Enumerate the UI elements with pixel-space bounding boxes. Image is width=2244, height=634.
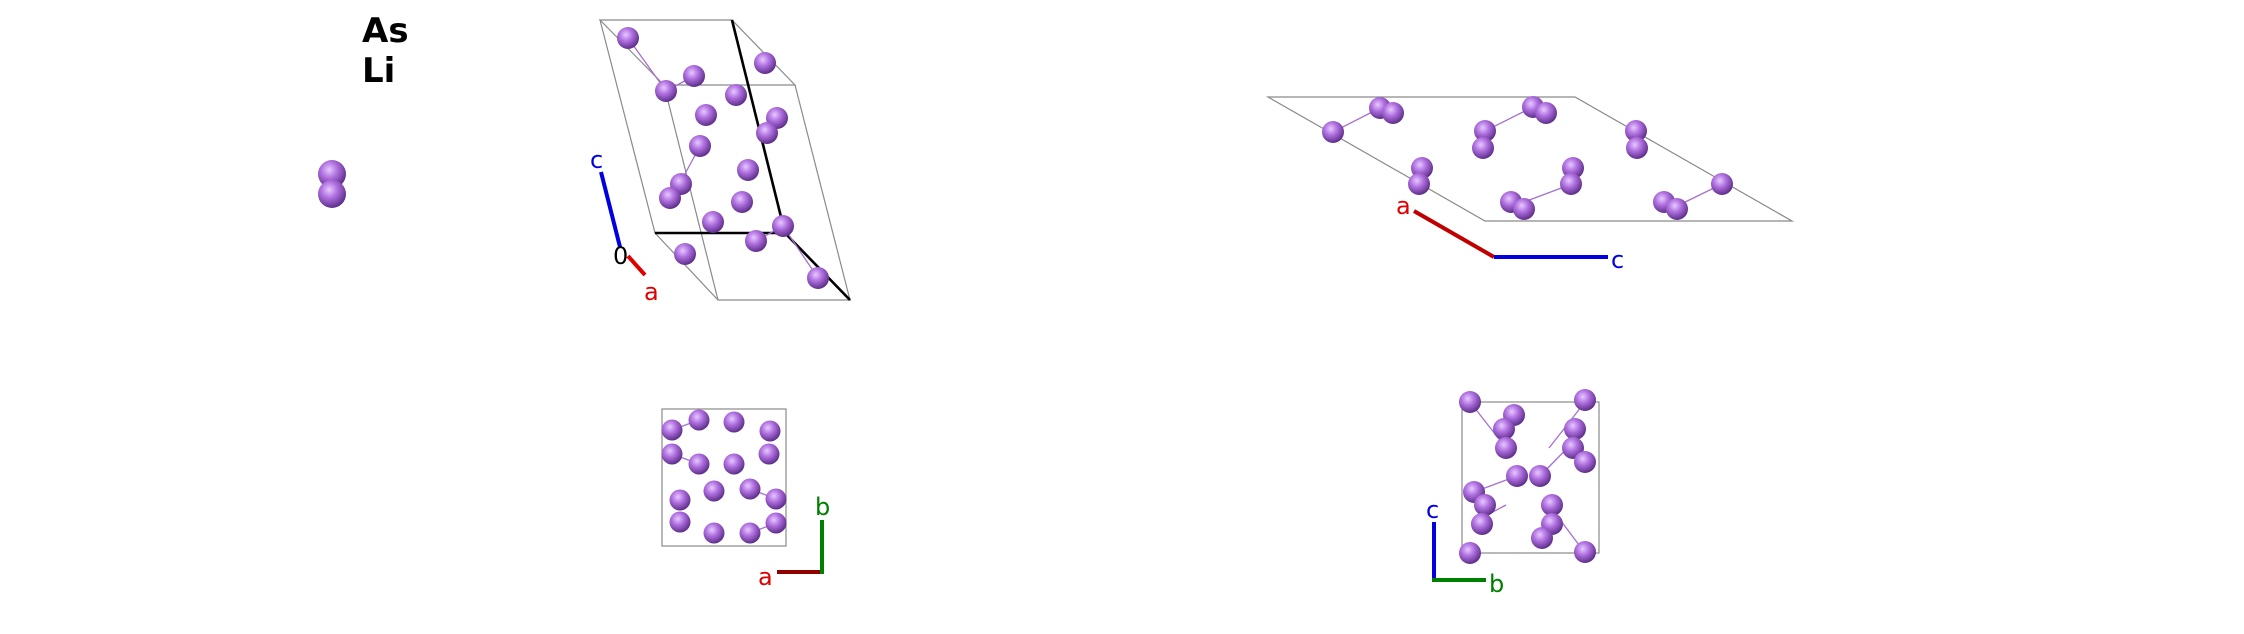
origin-label: 0: [613, 242, 628, 270]
a-axis-line: [626, 254, 647, 277]
unit-cell-edges: [661, 408, 787, 547]
a-axis-label: a: [1396, 192, 1411, 220]
legend-atom-icon: [318, 160, 346, 208]
top-right-view: a c: [1265, 96, 1795, 274]
atoms: [661, 409, 787, 544]
c-axis-label: c: [590, 146, 603, 174]
perspective-view: c 0 a: [590, 19, 852, 306]
axis-triad-bottom-right: c b: [1426, 496, 1504, 598]
c-axis-line: [599, 171, 622, 248]
b-axis-label: b: [1489, 570, 1504, 598]
axis-triad-top-right: a c: [1396, 192, 1624, 274]
bottom-middle-view: a b: [661, 408, 830, 591]
a-axis-label: a: [758, 563, 773, 591]
c-axis-label: c: [1611, 246, 1624, 274]
c-axis-label: c: [1426, 496, 1439, 524]
atoms: [1322, 96, 1733, 220]
bonds: [627, 37, 819, 279]
atoms: [617, 27, 829, 289]
axis-triad-bottom-middle: a b: [758, 493, 830, 591]
b-axis-label: b: [815, 493, 830, 521]
unit-cell-edges: [598, 19, 852, 301]
legend-li-label: Li: [362, 51, 396, 91]
a-axis-line: [1413, 209, 1495, 259]
a-axis-label: a: [644, 278, 659, 306]
bottom-right-view: c b: [1426, 389, 1600, 598]
atoms: [1459, 389, 1596, 564]
axis-triad-perspective: c 0 a: [590, 146, 659, 306]
legend-as-label: As: [362, 11, 409, 51]
unit-cell-edges: [1461, 401, 1600, 554]
